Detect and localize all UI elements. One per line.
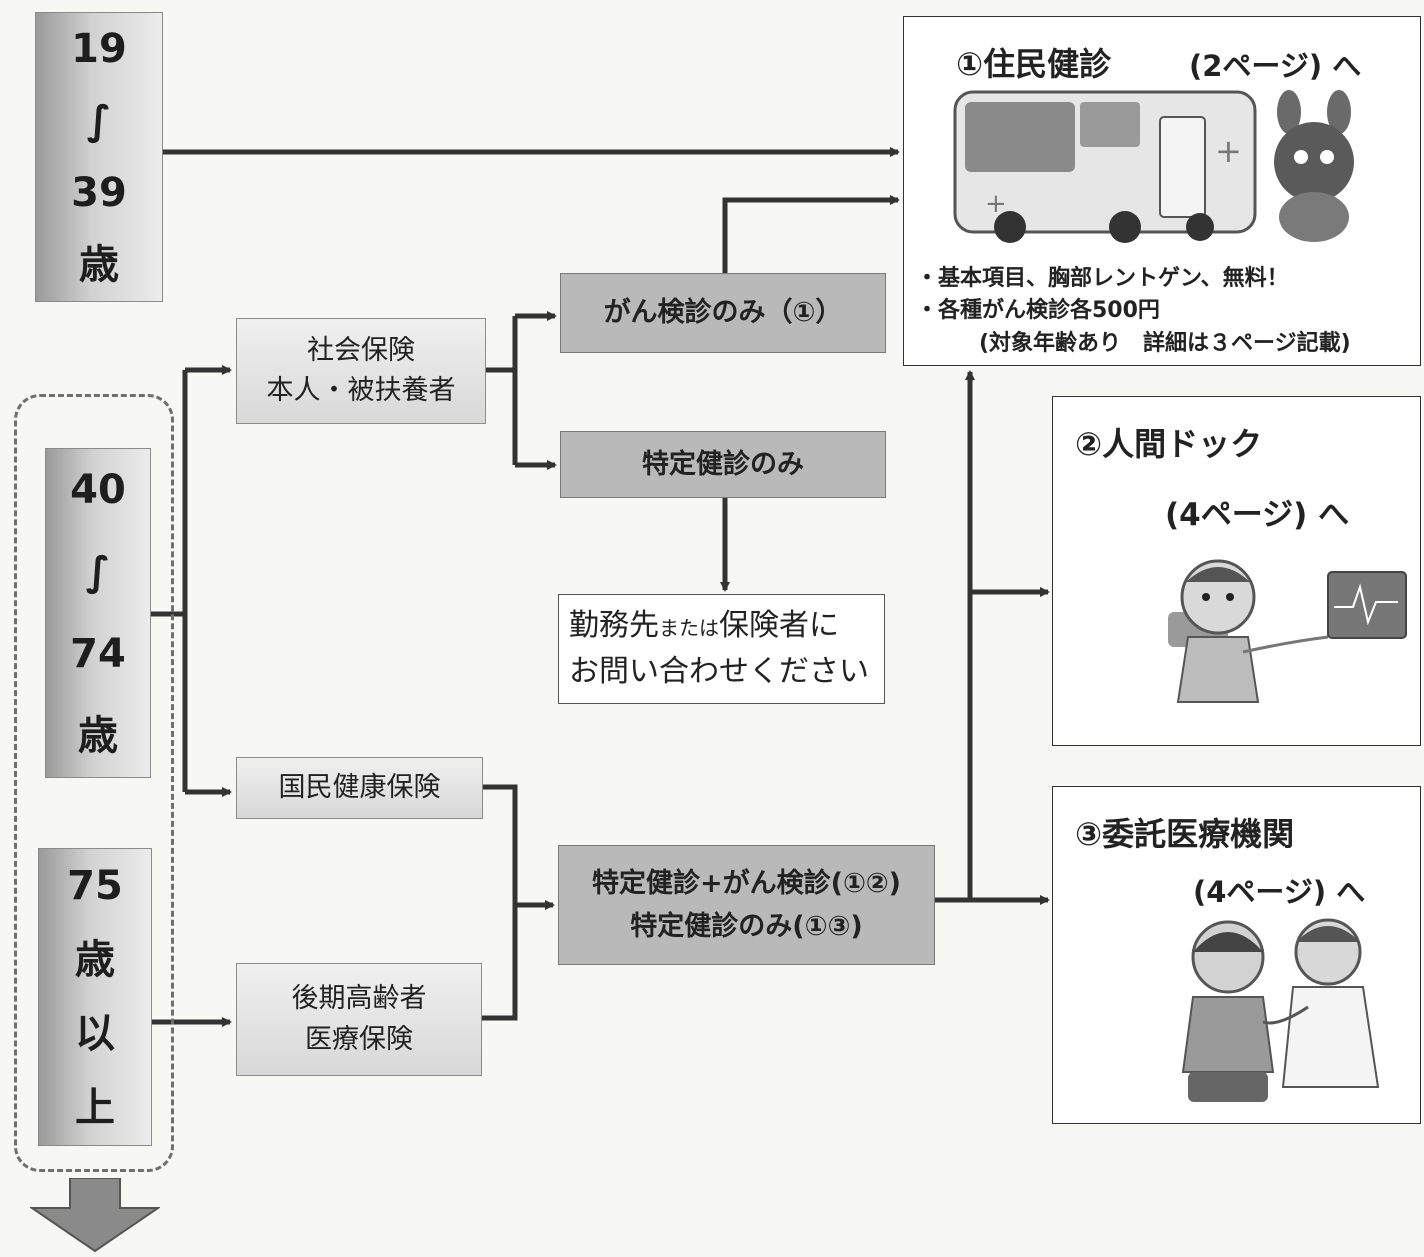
resident-checkup-note-1: ・基本項目、胸部レントゲン、無料！ [916,266,1289,291]
elderly-insurance-box: 後期高齢者 医療保険 [236,963,482,1076]
national-insurance-box: 国民健康保険 [236,757,483,819]
human-dock-title: ②人間ドック [1075,425,1263,463]
health-bus-icon: + + [953,90,1257,243]
svg-text:+: + [985,189,1007,219]
doctor-patient-icon [1181,918,1380,1102]
social-insurance-box: 社会保険 本人・被扶養者 [236,318,486,424]
age-group-40plus-dashed-frame [14,394,174,1172]
down-arrow-icon [30,1178,160,1253]
destination-resident-checkup: ①住民健診 (2ページ) へ + + ・基本項目、胸部レントゲン、無料！ ・各種… [903,16,1421,366]
specific-checkup-only-box: 特定健診のみ [560,431,886,498]
inquiry-box: 勤務先または保険者に お問い合わせください [558,594,885,704]
human-dock-page-ref: (4ページ) へ [1165,497,1350,533]
combined-checkup-box: 特定健診+がん検診(①②) 特定健診のみ(①③) [558,845,935,965]
contracted-clinic-title: ③委託医療機関 [1075,815,1295,853]
resident-checkup-page-ref: (2ページ) へ [1189,49,1362,83]
contracted-clinic-page-ref: (4ページ) へ [1193,875,1366,909]
resident-checkup-note-2: ・各種がん検診各500円 [916,298,1160,323]
resident-checkup-title: ①住民健診 [956,45,1112,83]
cancer-screening-only-box: がん検診のみ（①） [560,273,886,353]
resident-checkup-note-3: (対象年齢あり 詳細は３ページ記載) [979,331,1351,356]
svg-text:+: + [1215,132,1242,170]
mascot-icon [1274,90,1354,242]
heart-monitor-patient-icon [1168,559,1407,703]
destination-contracted-clinic: ③委託医療機関 (4ページ) へ [1052,786,1421,1124]
destination-human-dock: ②人間ドック (4ページ) へ [1052,396,1421,746]
